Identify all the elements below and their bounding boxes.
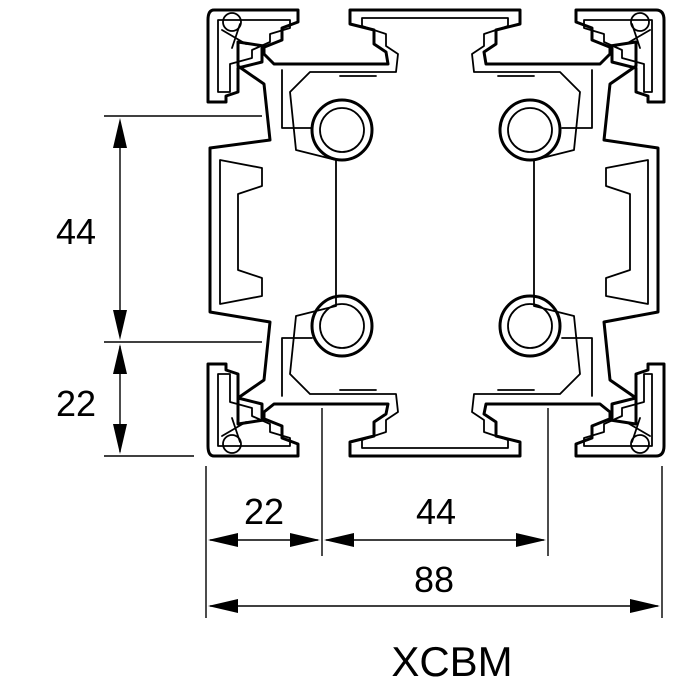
profile-body-outline (208, 8, 660, 458)
arrowhead (113, 344, 127, 374)
arrowhead (208, 533, 238, 547)
corner-cell-top-left (206, 8, 300, 104)
corner-screw-marks (221, 12, 651, 454)
arrowhead (630, 599, 660, 613)
corner-cell-bottom-left (206, 362, 300, 458)
arrowhead (324, 533, 354, 547)
profile-caption: XCBM (391, 638, 512, 685)
corner-detail-top-right (583, 19, 653, 93)
slot-right (605, 159, 649, 305)
corner-cell-bottom-right (574, 362, 666, 458)
arrowhead (290, 533, 320, 547)
corner-detail-bottom-right (583, 373, 653, 447)
arrowhead (113, 424, 127, 454)
corner-detail-bottom-left (217, 373, 291, 447)
arrowhead (208, 599, 238, 613)
dim-label-left-upper: 44 (56, 211, 96, 252)
internal-webs (281, 69, 593, 397)
dim-label-bottom-overall: 88 (414, 559, 454, 600)
slot-left (219, 159, 263, 305)
dim-label-left-lower: 22 (56, 383, 96, 424)
core-bores (310, 98, 562, 358)
corner-detail-top-left (217, 19, 291, 93)
aluminium-profile (206, 8, 666, 458)
dimension-lines (104, 115, 663, 618)
dim-label-bottom-left: 22 (244, 491, 284, 532)
corner-cell-top-right (574, 8, 666, 104)
slot-top (289, 17, 581, 449)
arrowhead (516, 533, 546, 547)
arrowhead (113, 118, 127, 148)
dim-label-bottom-middle: 44 (416, 491, 456, 532)
arrowhead (113, 310, 127, 340)
